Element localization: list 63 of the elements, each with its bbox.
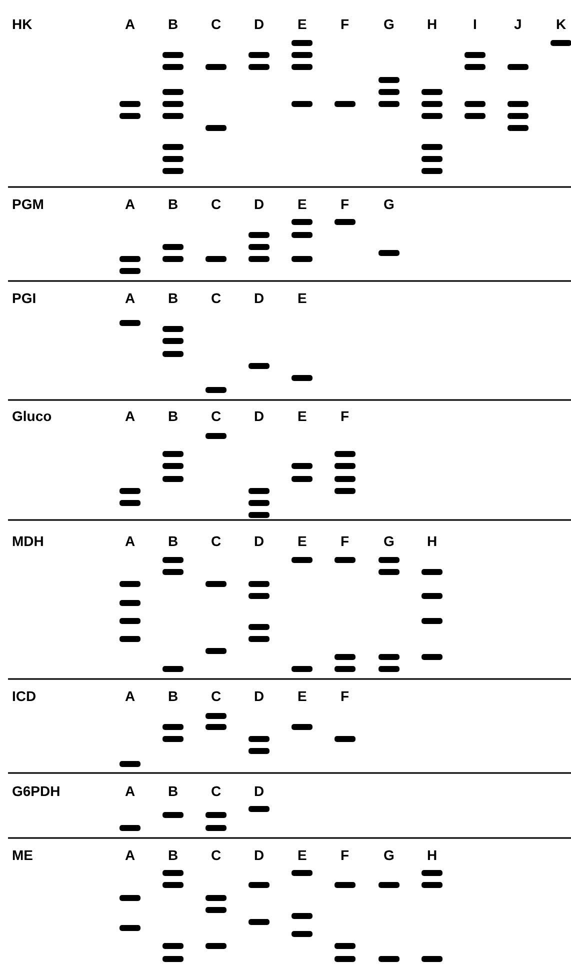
lane-letter: A (125, 688, 136, 704)
lane-letter: F (340, 533, 350, 549)
enzyme-name: HK (12, 16, 32, 32)
lane-letter: H (427, 847, 438, 863)
lane-letter: B (168, 16, 178, 32)
lane-letter: H (427, 533, 438, 549)
lane-letter: C (211, 847, 222, 863)
lane-letter: E (298, 16, 307, 32)
enzyme-name: PGM (12, 196, 44, 212)
lane-letter: F (340, 408, 350, 424)
lane-letter: E (298, 847, 307, 863)
lane-letter: A (125, 196, 136, 212)
lane-letter: F (340, 16, 350, 32)
enzyme-name: Gluco (12, 408, 52, 424)
lane-letter: B (168, 533, 178, 549)
lane-letter: B (168, 196, 178, 212)
lane-letter: A (125, 783, 136, 799)
lane-letter: A (125, 408, 136, 424)
lane-letter: F (340, 688, 350, 704)
enzyme-name: PGI (12, 290, 36, 306)
lane-letter: C (211, 196, 222, 212)
lane-letter: C (211, 783, 222, 799)
lane-letter: F (340, 196, 350, 212)
lane-letter: B (168, 290, 178, 306)
lane-letter: A (125, 16, 136, 32)
lane-letter: D (254, 688, 264, 704)
enzyme-name: ICD (12, 688, 36, 704)
lane-letter: D (254, 847, 264, 863)
lane-letter: E (298, 688, 307, 704)
lane-letter: B (168, 688, 178, 704)
lane-letter: C (211, 408, 222, 424)
lane-letter: C (211, 290, 222, 306)
lane-letter: I (473, 16, 477, 32)
lane-letter: A (125, 290, 136, 306)
lane-letter: B (168, 783, 178, 799)
enzyme-name: ME (12, 847, 33, 863)
lane-letter: C (211, 16, 222, 32)
enzyme-name: MDH (12, 533, 44, 549)
lane-letter: A (125, 847, 136, 863)
enzyme-name: G6PDH (12, 783, 60, 799)
lane-letter: C (211, 688, 222, 704)
lane-letter: E (298, 408, 307, 424)
lane-letter: H (427, 16, 438, 32)
lane-letter: D (254, 290, 264, 306)
lane-letter: G (384, 847, 394, 863)
lane-letter: D (254, 533, 264, 549)
lane-letter: D (254, 408, 264, 424)
lane-letter: D (254, 783, 264, 799)
lane-letter: C (211, 533, 222, 549)
lane-letter: E (298, 533, 307, 549)
lane-letter: E (298, 290, 307, 306)
lane-letter: E (298, 196, 307, 212)
lane-letter: K (556, 16, 566, 32)
lane-letter: A (125, 533, 136, 549)
lane-letter: J (514, 16, 522, 32)
lane-letter: D (254, 196, 264, 212)
lane-letter: B (168, 408, 178, 424)
lane-letter: G (384, 196, 394, 212)
lane-letter: G (384, 16, 394, 32)
lane-letter: G (384, 533, 394, 549)
lane-letter: D (254, 16, 264, 32)
lane-letter: F (340, 847, 350, 863)
lane-letter: B (168, 847, 178, 863)
